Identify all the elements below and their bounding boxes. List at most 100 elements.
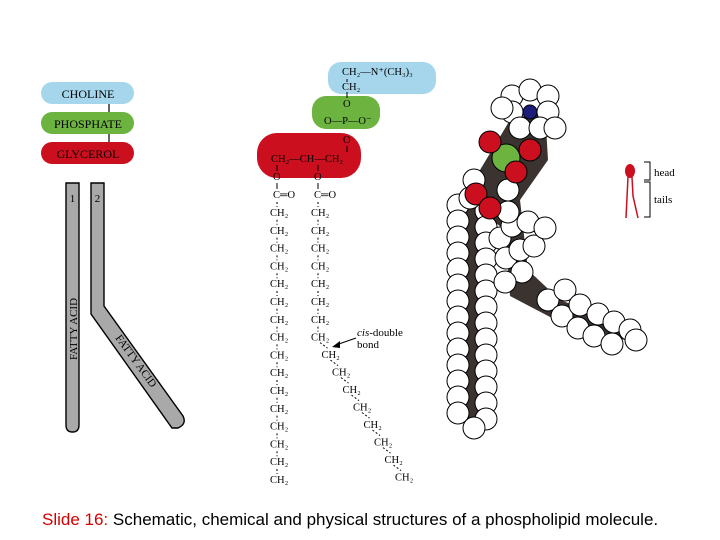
chain1-ch2: CH₂ <box>270 422 289 433</box>
hydrogen-atom <box>493 270 517 294</box>
chain2-kinked-ch2: CH₂ <box>322 350 341 361</box>
glycerol-region <box>257 133 361 178</box>
chain2-ch2: CH₂ <box>311 244 330 255</box>
chain2-ch2: CH₂ <box>311 333 330 344</box>
chain1-ch2: CH₂ <box>270 208 289 219</box>
hydrogen-atom <box>553 278 577 302</box>
hydrogen-atom <box>446 401 470 425</box>
chain1-ch2: CH₂ <box>270 439 289 450</box>
chain1-ch2: CH₂ <box>270 475 289 486</box>
phosphate-region <box>312 96 380 129</box>
choline-label: CHOLINE <box>62 87 115 101</box>
chain-bond <box>330 359 339 367</box>
schematic-structure: CHOLINE PHOSPHATE GLYCEROL 1 2 FATTY ACI… <box>41 82 185 433</box>
legend-tails-label: tails <box>654 194 672 206</box>
oxygen-atom <box>464 182 488 206</box>
chain-bond <box>351 394 360 402</box>
hydrogen-atom <box>543 116 567 140</box>
chain2-ch2: CH₂ <box>311 297 330 308</box>
choline-region <box>328 62 436 94</box>
hydrogen-atom <box>533 216 557 240</box>
legend-head-icon <box>625 164 635 178</box>
glycerol-formula: CH₂—CH—CH₂ <box>271 154 343 165</box>
oxygen-atom <box>478 130 502 154</box>
slide-caption: Slide 16: Schematic, chemical and physic… <box>42 510 712 530</box>
tail-number-1: 1 <box>70 193 76 205</box>
hydrogen-atom <box>536 288 560 312</box>
phosphate-o-bottom: O <box>343 135 351 146</box>
chain1-ch2: CH₂ <box>270 333 289 344</box>
oxygen-atom <box>504 160 528 184</box>
phosphate-o-top: O <box>343 99 351 110</box>
glycerol-block <box>41 142 134 164</box>
oxygen-atom <box>478 196 502 220</box>
chain-bond <box>340 377 349 384</box>
chain2-ch2: CH₂ <box>311 261 330 272</box>
chain-bond <box>372 429 381 437</box>
chain1-ch2: CH₂ <box>270 297 289 308</box>
fatty-acid-tail-1 <box>65 182 80 433</box>
hydrogen-atom <box>624 328 648 352</box>
chain2-ch2: CH₂ <box>311 226 330 237</box>
chain-bond <box>361 412 370 419</box>
fatty-acid-tail-2 <box>90 182 185 429</box>
oxygen-atom <box>518 138 542 162</box>
choline-formula-2: CH₂ <box>342 82 361 93</box>
legend-head-label: head <box>654 167 675 179</box>
fatty-acid-chains: CH₂ CH₂ CH₂ CH₂ CH₂ CH₂ CH₂ CH₂ CH₂ CH₂ CH₂ CH₂ CH₂ C… <box>270 202 414 486</box>
hydrogen-atom <box>462 416 486 440</box>
chain-bond <box>393 464 402 472</box>
hydrogen-atom <box>510 260 534 284</box>
chain2-kinked-ch2: CH₂ <box>332 368 351 379</box>
chain-bond <box>382 447 391 454</box>
chain2-kinked-ch2: CH₂ <box>385 455 404 466</box>
phosphate-formula: O—P—O⁻ <box>324 116 372 127</box>
cis-annotation-line2: bond <box>357 339 380 351</box>
hydrogen-atom <box>550 304 574 328</box>
chain1-ch2: CH₂ <box>270 261 289 272</box>
choline-formula-1: CH₂—N⁺(CH₃)₃ <box>342 67 413 78</box>
hydrogen-atom <box>600 332 624 356</box>
phosphate-label: PHOSPHATE <box>54 117 122 131</box>
chain2-ch2: CH₂ <box>311 315 330 326</box>
ester-oxygen-1: O <box>273 172 281 183</box>
chain1-ch2: CH₂ <box>270 244 289 255</box>
chain2-kinked-ch2: CH₂ <box>343 385 362 396</box>
chain2-ch2: CH₂ <box>311 208 330 219</box>
annotation-arrowhead <box>332 341 340 348</box>
chain1-ch2: CH₂ <box>270 350 289 361</box>
chain2-kinked-ch2: CH₂ <box>353 403 372 414</box>
chain1-ch2: CH₂ <box>270 404 289 415</box>
space-filling-model <box>446 78 648 440</box>
chemical-structure: CH₂—N⁺(CH₃)₃ CH₂ O O—P—O⁻ O CH₂—CH—CH₂ O… <box>257 62 436 486</box>
chain1-ch2: CH₂ <box>270 279 289 290</box>
choline-block <box>41 82 134 104</box>
caption-prefix: Slide 16: <box>42 510 109 529</box>
head-bracket <box>644 161 651 181</box>
hydrogen-atom <box>508 116 532 140</box>
chain2-kinked-ch2: CH₂ <box>374 438 393 449</box>
glycerol-label: GLYCEROL <box>57 147 120 161</box>
chain1-ch2: CH₂ <box>270 226 289 237</box>
carbonyl-2: C═O <box>314 190 336 201</box>
tails-bracket <box>644 181 651 218</box>
chain2-ch2: CH₂ <box>311 279 330 290</box>
nitrogen-atom <box>522 104 538 120</box>
chain2-kinked-ch2: CH₂ <box>364 420 383 431</box>
fatty-acid-label-2: FATTY ACID <box>113 333 159 390</box>
cis-annotation: cis-double <box>357 327 403 339</box>
chain2-kinked-ch2: CH₂ <box>395 473 414 484</box>
chain1-ch2: CH₂ <box>270 457 289 468</box>
chain1-ch2: CH₂ <box>270 368 289 379</box>
fatty-acid-label-1: FATTY ACID <box>68 298 80 360</box>
head-tail-legend: head tails <box>625 161 675 219</box>
chain1-ch2: CH₂ <box>270 315 289 326</box>
chain1-ch2: CH₂ <box>270 386 289 397</box>
caption-text: Schematic, chemical and physical structu… <box>108 510 659 529</box>
hydrogen-atom <box>522 234 546 258</box>
carbonyl-1: C═O <box>273 190 295 201</box>
tail-number-2: 2 <box>95 193 101 205</box>
chain-bond <box>319 342 328 349</box>
hydrogen-atom <box>490 96 514 120</box>
